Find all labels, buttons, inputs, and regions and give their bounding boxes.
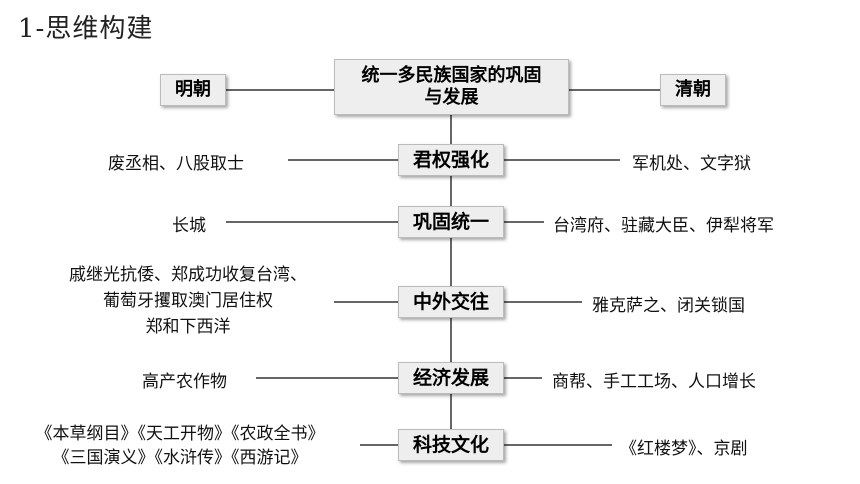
- category-box-1: 君权强化: [398, 144, 504, 176]
- qing-item-5: 《红楼梦》、京剧: [620, 439, 748, 459]
- page-title: 1-思维构建: [18, 14, 154, 44]
- category-box-5: 科技文化: [398, 429, 504, 461]
- category-box-4: 经济发展: [398, 362, 504, 394]
- ming-item-2: 长城: [172, 216, 206, 236]
- ming-item-3: 戚继光抗倭、郑成功收复台湾、 葡萄牙攫取澳门居住权 郑和下西洋: [18, 262, 358, 340]
- central-topic-line1: 统一多民族国家的巩固: [361, 65, 542, 87]
- qing-item-1: 军机处、文字狱: [632, 154, 751, 174]
- ming-item-5-line1: 《本草纲目》《天工开物》《农政全书》: [35, 424, 325, 444]
- ming-item-5-line2: 《三国演义》《水浒传》《西游记》: [52, 448, 308, 468]
- ming-item-3-line3: 郑和下西洋: [145, 317, 231, 337]
- ming-item-3-line1: 戚继光抗倭、郑成功收复台湾、: [69, 265, 307, 285]
- ming-item-5: 《本草纲目》《天工开物》《农政全书》 《三国演义》《水浒传》《西游记》: [4, 422, 356, 470]
- qing-item-3: 雅克萨之、闭关锁国: [592, 296, 745, 316]
- qing-dynasty-box: 清朝: [660, 74, 726, 106]
- ming-item-4: 高产农作物: [142, 372, 227, 392]
- ming-dynasty-box: 明朝: [160, 74, 226, 106]
- qing-item-2: 台湾府、驻藏大臣、伊犁将军: [553, 216, 774, 236]
- qing-item-4: 商帮、手工工场、人口增长: [552, 372, 756, 392]
- central-topic-line2: 与发展: [424, 87, 479, 108]
- category-box-3: 中外交往: [398, 286, 504, 318]
- central-topic-box: 统一多民族国家的巩固 与发展: [334, 59, 569, 115]
- ming-item-1: 废丞相、八股取士: [108, 154, 244, 174]
- ming-item-3-line2: 葡萄牙攫取澳门居住权: [103, 291, 273, 311]
- category-box-2: 巩固统一: [398, 206, 504, 238]
